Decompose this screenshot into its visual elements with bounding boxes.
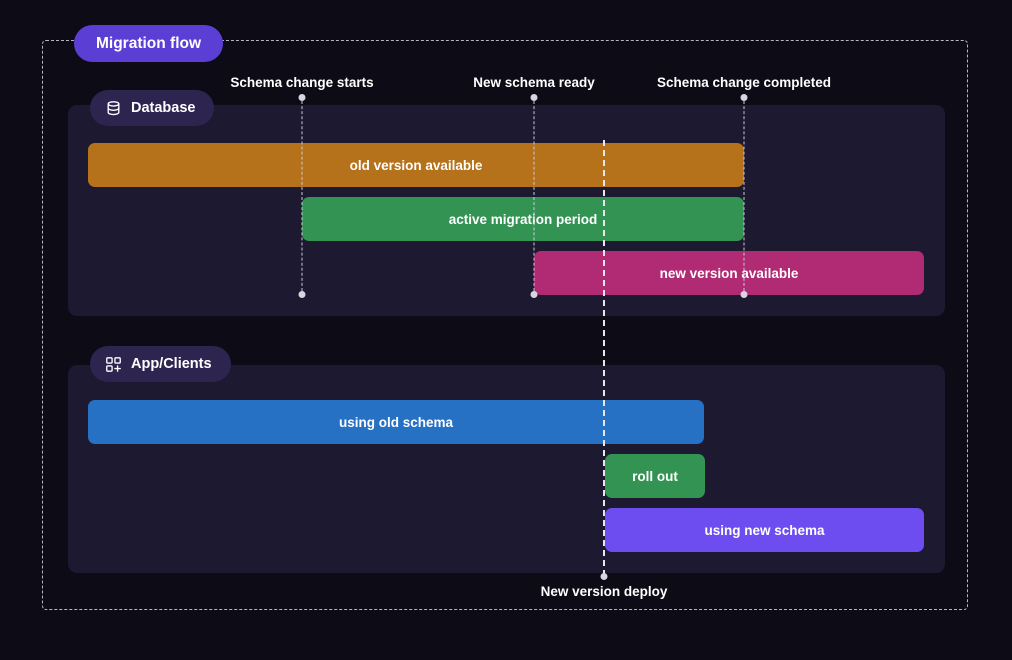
lane-database-text: Database [131, 100, 196, 116]
deploy-dot [600, 573, 608, 580]
milestone-end-dot [740, 291, 748, 298]
milestone-line [301, 96, 303, 296]
apps-add-icon [105, 356, 122, 373]
deploy-line [603, 140, 605, 576]
lane-label-database: Database [90, 90, 215, 126]
milestone-label: New schema ready [473, 75, 595, 90]
milestone-end-dot [530, 291, 538, 298]
milestone-label: Schema change starts [230, 75, 374, 90]
timeline-bar: new version available [534, 251, 924, 295]
timeline-bar-label: new version available [659, 265, 799, 281]
timeline-bar: using old schema [88, 400, 704, 444]
milestone-line [743, 96, 745, 296]
deploy-label: New version deploy [540, 584, 668, 599]
diagram-title-label: Migration flow [96, 34, 202, 52]
timeline-bar-label: using old schema [338, 414, 454, 430]
timeline-bar-label: old version available [349, 157, 483, 173]
timeline-bar: old version available [88, 143, 744, 187]
lane-app-clients-text: App/Clients [131, 356, 212, 372]
database-icon [105, 100, 122, 117]
timeline-bar-label: roll out [632, 468, 678, 484]
diagram-frame [42, 40, 968, 610]
lane-label-app-clients: App/Clients [90, 346, 231, 382]
timeline-bar: active migration period [302, 197, 744, 241]
milestone-label: Schema change completed [656, 75, 832, 90]
timeline-bar-label: active migration period [448, 211, 598, 227]
milestone-end-dot [298, 291, 306, 298]
diagram-title-pill: Migration flow [74, 25, 224, 62]
timeline-bar: roll out [605, 454, 705, 498]
milestone-dot [740, 94, 748, 101]
timeline-bar: using new schema [605, 508, 924, 552]
milestone-dot [530, 94, 538, 101]
milestone-dot [298, 94, 306, 101]
milestone-line [533, 96, 535, 296]
timeline-bar-label: using new schema [704, 522, 825, 538]
